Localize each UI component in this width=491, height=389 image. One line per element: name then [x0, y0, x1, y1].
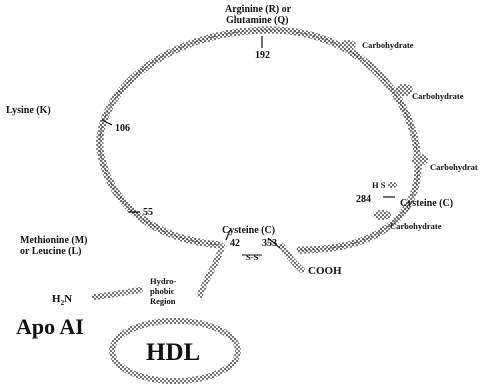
label-methionine-line2: or Leucine (L) — [20, 246, 81, 257]
label-carbohydrate-2: Carbohydrate — [412, 91, 464, 101]
label-pos-192: 192 — [255, 50, 270, 61]
label-carbohydrate-1: Carbohydrate — [362, 40, 414, 50]
label-pos-55: 55 — [143, 207, 153, 218]
protein-chain-cooh-tail — [279, 243, 305, 273]
label-apo-ai: Apo AI — [16, 314, 84, 339]
label-h2n: H2N — [52, 293, 72, 307]
label-ss-bond: S-S — [246, 252, 259, 262]
label-h2n-h: H — [52, 293, 61, 305]
marker-353 — [267, 237, 281, 249]
carbohydrate-blob-2 — [395, 84, 413, 96]
marker-42 — [225, 229, 231, 241]
label-cooh: COOH — [308, 265, 342, 277]
label-lysine: Lysine (K) — [6, 105, 51, 116]
label-cysteine-1: Cysteine (C) — [222, 225, 275, 236]
label-h2n-sub: 2 — [61, 299, 65, 307]
protein-chain-n-terminal — [92, 287, 143, 300]
label-pos-284: 284 — [356, 194, 371, 205]
label-hydrophobic-line2: phobic — [150, 286, 175, 296]
label-pos-42: 42 — [230, 238, 240, 249]
protein-chain-ring-outline — [99, 29, 419, 251]
carbohydrate-blob-4 — [373, 210, 391, 220]
label-carbohydrate-3: Carbohydrat — [430, 162, 478, 172]
label-arginine-line2: Glutamine (Q) — [226, 15, 289, 26]
label-cysteine-2: Cysteine (C) — [400, 198, 453, 209]
marker-106 — [101, 119, 113, 126]
label-pos-353: 353 — [262, 238, 277, 249]
hdl-particle — [109, 318, 241, 384]
carbohydrate-blob-1 — [340, 40, 356, 50]
label-carbohydrate-4: Carbohydrate — [390, 221, 442, 231]
label-hydrophobic-line3: Region — [150, 296, 176, 306]
hs-blob — [387, 182, 397, 188]
carbohydrate-blob-3 — [412, 154, 428, 166]
label-hydrophobic-line1: Hydro- — [150, 276, 176, 286]
label-hdl: HDL — [146, 339, 200, 366]
protein-chain-tail — [197, 243, 225, 298]
label-methionine-line1: Methionine (M) — [20, 235, 88, 246]
label-arginine-line1: Arginine (R) or — [225, 4, 292, 15]
label-pos-106: 106 — [115, 123, 130, 134]
label-hs: H S — [372, 180, 386, 190]
label-h2n-n: N — [64, 293, 72, 305]
